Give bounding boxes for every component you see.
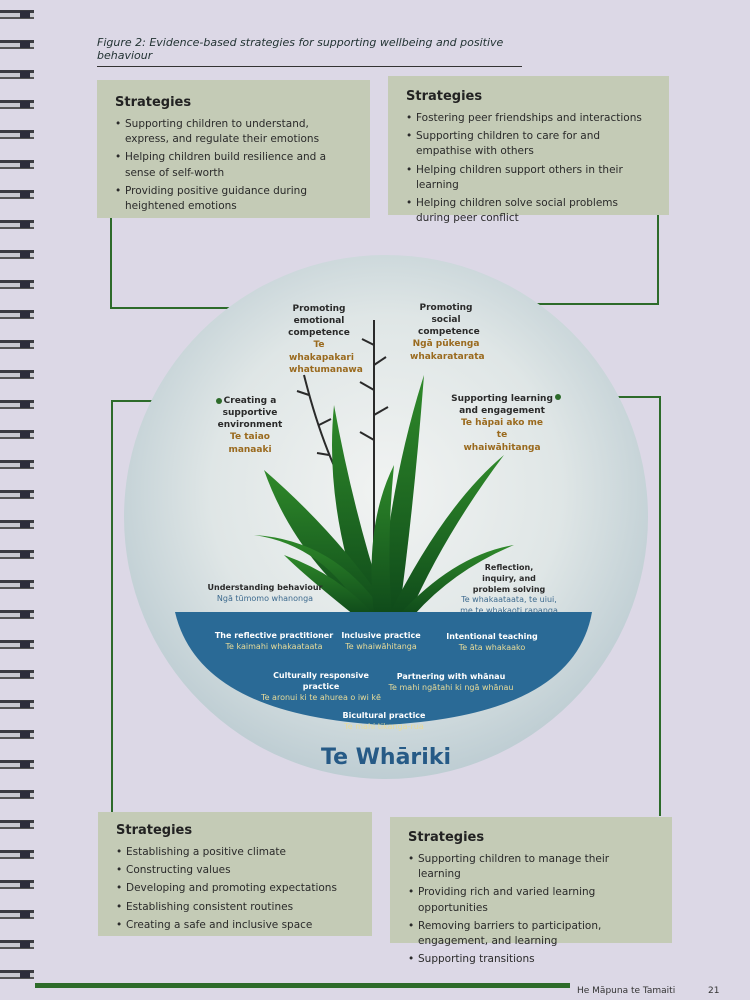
figure-title: Figure 2: Evidence-based strategies for …: [97, 36, 522, 67]
connector-line: [110, 218, 112, 309]
publication-title: He Māpuna te Tamaiti: [577, 986, 676, 996]
strategy-item: Establishing a positive climate: [116, 845, 354, 860]
te-whariki-label: Te Whāriki: [320, 745, 451, 770]
strategy-item: Constructing values: [116, 863, 354, 878]
box-heading: Strategies: [406, 89, 483, 104]
strategy-item: Fostering peer friendships and interacti…: [406, 111, 651, 126]
strategy-item: Helping children build resilience and a …: [115, 150, 352, 180]
flax-plant-illustration: [175, 320, 592, 725]
strategy-item: Helping children solve social problems d…: [406, 196, 651, 226]
strategies-box-learning: Strategies Supporting children to manage…: [390, 817, 672, 968]
strategies-box-emotional: Strategies Supporting children to unders…: [97, 80, 370, 218]
strategy-item: Providing rich and varied learning oppor…: [408, 885, 654, 915]
connector-line: [657, 215, 659, 305]
page-number: 21: [708, 986, 720, 996]
box-heading: Strategies: [115, 95, 192, 110]
connector-dot: [216, 398, 222, 404]
strategy-item: Creating a safe and inclusive space: [116, 918, 354, 933]
box-heading: Strategies: [408, 830, 485, 845]
strategies-box-environment: Strategies Establishing a positive clima…: [98, 812, 372, 936]
strategy-item: Helping children support others in their…: [406, 163, 651, 193]
strategy-item: Establishing consistent routines: [116, 900, 354, 915]
label-reflection-inquiry: Reflection, inquiry, and problem solving…: [460, 563, 558, 616]
strategy-item: Developing and promoting expectations: [116, 881, 354, 896]
strategy-item: Providing positive guidance during heigh…: [115, 184, 352, 214]
box-heading: Strategies: [116, 823, 193, 838]
strategy-item: Supporting children to manage their lear…: [408, 852, 654, 882]
connector-line: [111, 400, 113, 812]
binding-holes: [20, 0, 30, 1000]
strategies-box-social: Strategies Fostering peer friendships an…: [388, 76, 669, 224]
practice-bowl: [175, 612, 592, 725]
connector-line: [659, 396, 661, 816]
connector-line: [110, 307, 285, 309]
strategy-item: Supporting transitions: [408, 952, 654, 967]
connector-line: [487, 303, 659, 305]
connector-dot: [555, 394, 561, 400]
strategy-item: Removing barriers to participation, enga…: [408, 919, 654, 949]
footer-bar: [35, 983, 570, 988]
strategy-item: Supporting children to care for and empa…: [406, 129, 651, 159]
strategy-item: Supporting children to understand, expre…: [115, 117, 352, 147]
